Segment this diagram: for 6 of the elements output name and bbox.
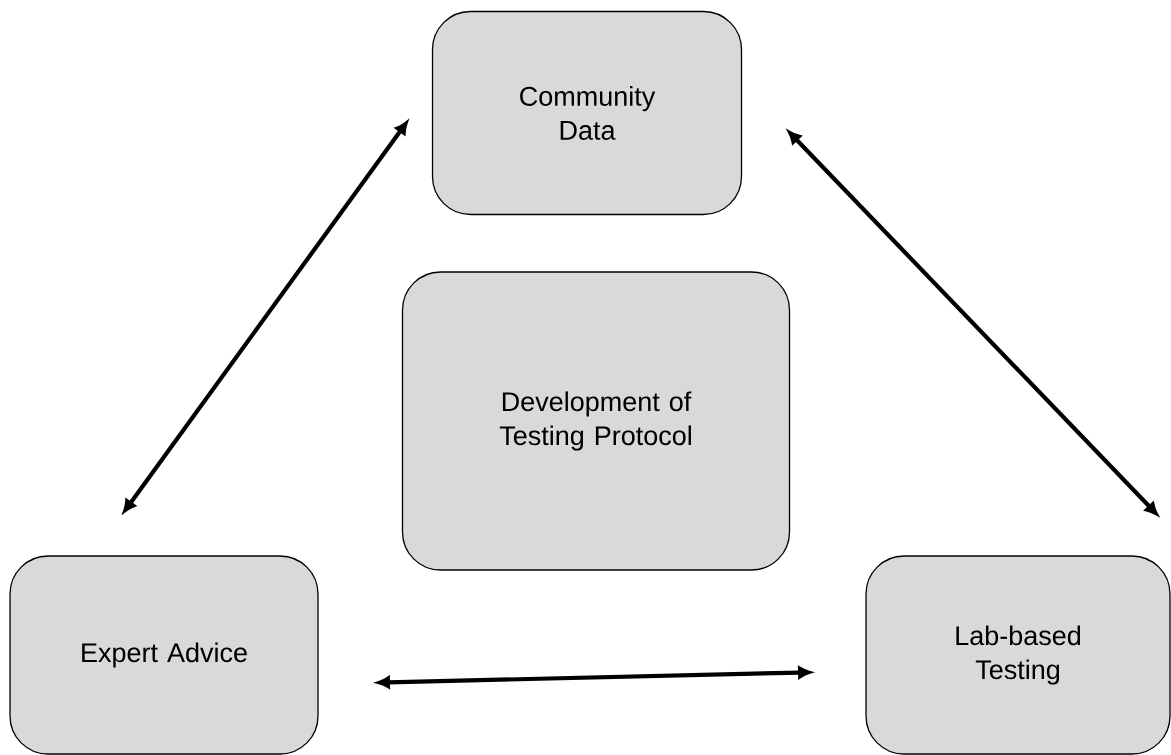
double-arrow bbox=[123, 121, 408, 513]
double-arrow bbox=[788, 131, 1158, 516]
process-box: Lab-based Testing bbox=[865, 555, 1171, 755]
process-box: Expert Advice bbox=[9, 555, 319, 755]
process-box: Development of Testing Protocol bbox=[401, 271, 791, 571]
process-box: Community Data bbox=[431, 10, 743, 216]
